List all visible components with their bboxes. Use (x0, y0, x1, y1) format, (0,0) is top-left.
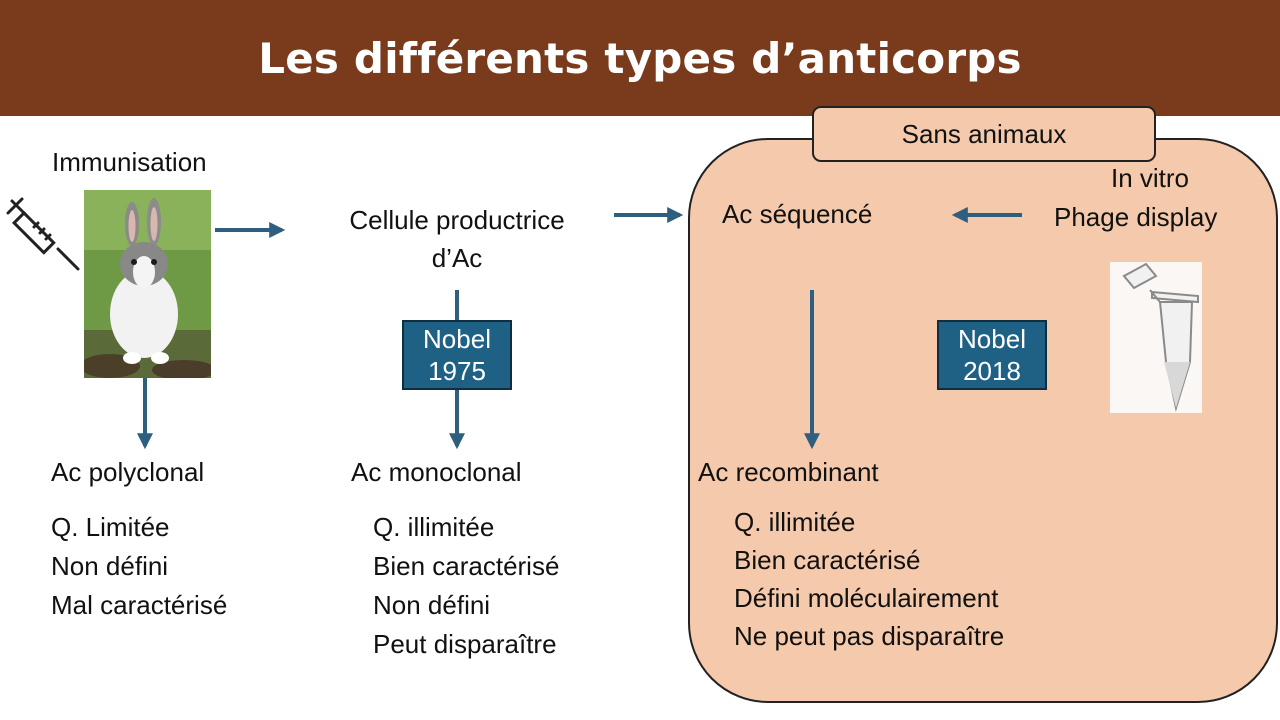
syringe-icon (6, 197, 80, 271)
title-bar: Les différents types d’anticorps (0, 0, 1280, 116)
sans-animaux-tab: Sans animaux (812, 106, 1156, 162)
rabbit-photo (84, 190, 211, 378)
monoclonal-item: Q. illimitée (373, 512, 495, 542)
ac-sequence-label: Ac séquencé (722, 199, 873, 229)
phage-display-label: Phage display (1054, 202, 1218, 232)
slide-title: Les différents types d’anticorps (258, 33, 1022, 83)
nobel-2018-line1: Nobel (958, 324, 1026, 354)
monoclonal-item: Peut disparaître (373, 629, 557, 659)
cellule-line2: d’Ac (431, 243, 483, 273)
nobel-2018-badge: Nobel 2018 (937, 320, 1047, 390)
polyclonal-item: Non défini (51, 551, 169, 581)
recombinant-properties: Q. illimitée Bien caractérisé Défini mol… (734, 503, 1004, 655)
nobel-1975-year: 1975 (428, 356, 486, 386)
polyclonal-heading: Ac polyclonal (51, 457, 205, 487)
cellule-productrice-label: Cellule productrice d’Ac (298, 201, 616, 277)
immunisation-label: Immunisation (52, 147, 207, 177)
polyclonal-item: Q. Limitée (51, 512, 170, 542)
in-vitro-label: In vitro (1110, 163, 1190, 193)
recombinant-item: Ne peut pas disparaître (734, 621, 1005, 651)
recombinant-item: Bien caractérisé (734, 545, 921, 575)
recombinant-item: Défini moléculairement (734, 583, 999, 613)
eppendorf-tube-icon (1110, 262, 1202, 413)
recombinant-item: Q. illimitée (734, 507, 856, 537)
monoclonal-heading: Ac monoclonal (351, 457, 522, 487)
sans-animaux-panel (688, 138, 1278, 703)
nobel-2018-year: 2018 (963, 356, 1021, 386)
cellule-line1: Cellule productrice (349, 205, 565, 235)
monoclonal-item: Non défini (373, 590, 491, 620)
polyclonal-properties: Q. Limitée Non défini Mal caractérisé (51, 508, 227, 625)
monoclonal-properties: Q. illimitée Bien caractérisé Non défini… (373, 508, 559, 664)
monoclonal-item: Bien caractérisé (373, 551, 560, 581)
polyclonal-item: Mal caractérisé (51, 590, 228, 620)
nobel-1975-badge: Nobel 1975 (402, 320, 512, 390)
recombinant-heading: Ac recombinant (698, 457, 879, 487)
sans-animaux-label: Sans animaux (901, 118, 1067, 149)
nobel-1975-line1: Nobel (423, 324, 491, 354)
